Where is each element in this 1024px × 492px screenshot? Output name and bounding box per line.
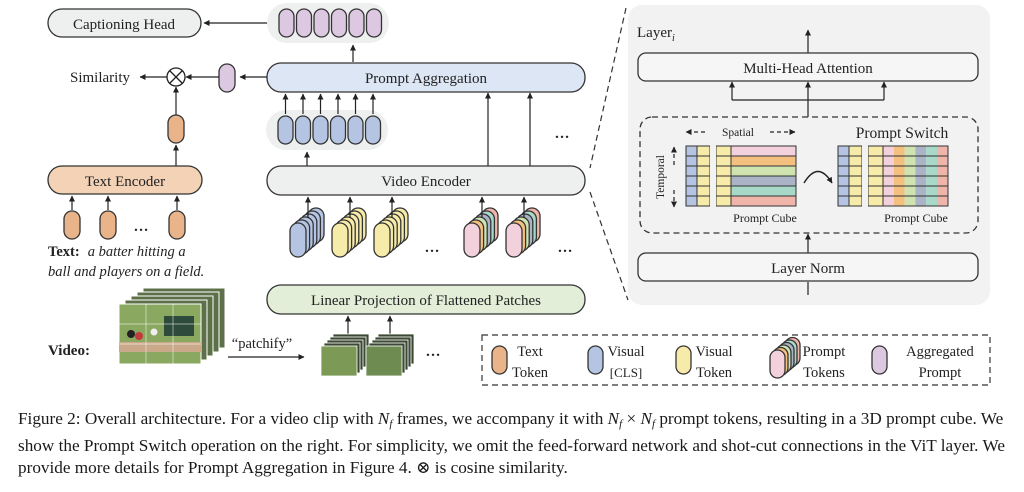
text-embedding-token xyxy=(167,114,185,144)
aggregated-prompt-token xyxy=(330,8,348,38)
video-frames xyxy=(118,287,226,365)
visual-cls-token xyxy=(347,115,364,145)
captioning-head-label: Captioning Head xyxy=(73,17,176,33)
legend-label-line1: Prompt xyxy=(803,344,846,360)
video-encoder-label: Video Encoder xyxy=(381,174,470,190)
prompt-cube-right-label: Prompt Cube xyxy=(884,211,948,225)
layer-norm-label: Layer Norm xyxy=(771,261,845,277)
legend-label-line1: Aggregated xyxy=(906,344,974,360)
legend-label-line2: Prompt xyxy=(919,365,962,381)
cosine-similarity-icon xyxy=(166,67,186,87)
multi-head-attention-block xyxy=(637,52,979,82)
legend-label-line2: Token xyxy=(696,365,733,381)
legend-box xyxy=(481,334,991,386)
text-token xyxy=(63,210,81,240)
stack-ellipsis-1: … xyxy=(425,240,440,256)
aggregated-prompt-token xyxy=(295,8,313,38)
prompt-switch-label: Prompt Switch xyxy=(856,125,949,142)
legend-label-line1: Visual xyxy=(696,344,733,360)
spatial-label: Spatial xyxy=(722,127,754,139)
aggregated-prompt-token xyxy=(365,8,383,38)
prompt-tokens-icon xyxy=(769,336,801,379)
legend-label-line2: [CLS] xyxy=(610,365,643,380)
token-stacks xyxy=(289,196,541,258)
multi-head-attention-label: Multi-Head Attention xyxy=(743,61,873,77)
visual-cls-token xyxy=(277,115,294,145)
text-input-line2: ball and players on a field. xyxy=(48,264,204,280)
patch-ellipsis: … xyxy=(426,344,441,360)
prompt-cube-right xyxy=(837,145,949,207)
aggregated-prompt-row xyxy=(278,8,383,38)
legend-label-line2: Tokens xyxy=(803,365,845,381)
legend-item: Visual [CLS] xyxy=(587,344,645,380)
text-token-icon xyxy=(491,345,508,375)
video-label: Video: xyxy=(48,343,90,359)
visual-cls-icon xyxy=(587,345,604,375)
patch xyxy=(320,345,358,377)
linear-projection-block xyxy=(266,284,586,315)
legend-label-line1: Text xyxy=(517,344,543,360)
aggregation-ellipsis: … xyxy=(555,126,570,142)
legend: TextTokenVisual[CLS]VisualTokenPromptTok… xyxy=(491,336,975,381)
layer-panel: Layeri Multi-Head Attention Prompt Switc… xyxy=(589,5,990,305)
similarity-label: Similarity xyxy=(70,70,131,86)
aggregated-prompt-token xyxy=(313,8,330,38)
video-patches xyxy=(320,333,415,377)
layer-title: Layeri xyxy=(637,25,675,44)
prompt-cube-left xyxy=(685,145,797,207)
prompt-switch-box xyxy=(639,116,979,234)
temporal-label: Temporal xyxy=(655,155,667,199)
visual-cls-token xyxy=(329,115,347,145)
aggregated-prompt-icon xyxy=(871,345,888,375)
visual-cls-row xyxy=(277,93,382,145)
figure-caption: Figure 2: Overall architecture. For a vi… xyxy=(18,409,1005,477)
video-encoder-block xyxy=(266,165,586,196)
text-token-row xyxy=(63,195,186,240)
legend-label-line2: Token xyxy=(512,365,549,381)
stack-ellipsis-2: … xyxy=(558,240,573,256)
architecture-diagram: Layeri Multi-Head Attention Prompt Switc… xyxy=(47,3,991,386)
prompt-aggregation-label: Prompt Aggregation xyxy=(365,71,488,87)
visual-cls-token xyxy=(364,115,382,145)
legend-label-line1: Visual xyxy=(608,344,645,360)
text-token xyxy=(168,210,186,240)
visual-cls-token xyxy=(312,115,329,145)
text-token xyxy=(99,210,117,240)
captioning-head-block xyxy=(47,8,202,38)
prompt-token-stack xyxy=(505,196,541,258)
text-encoder-label: Text Encoder xyxy=(85,174,165,190)
aggregated-prompt-token xyxy=(348,8,365,38)
patch xyxy=(365,345,403,377)
text-input-line1: Text:a batter hitting a xyxy=(48,244,186,260)
patchify-label: “patchify” xyxy=(232,336,292,352)
video-frame xyxy=(118,303,202,365)
text-encoder-block xyxy=(47,165,203,195)
aggregated-prompt-token xyxy=(278,8,295,38)
prompt-token-stack xyxy=(463,196,499,258)
visual-token-stack xyxy=(373,196,409,258)
aggregated-prompt-token xyxy=(218,63,236,93)
visual-cls-stack xyxy=(289,196,325,258)
layer-norm-block xyxy=(637,252,979,282)
visual-cls-token xyxy=(294,115,312,145)
visual-token-icon xyxy=(675,345,692,375)
switch-arrow-icon xyxy=(803,170,833,184)
visual-token-stack xyxy=(331,196,367,258)
prompt-cube-left-label: Prompt Cube xyxy=(733,211,797,225)
linear-projection-label: Linear Projection of Flattened Patches xyxy=(311,293,541,309)
text-ellipsis: … xyxy=(134,219,149,235)
